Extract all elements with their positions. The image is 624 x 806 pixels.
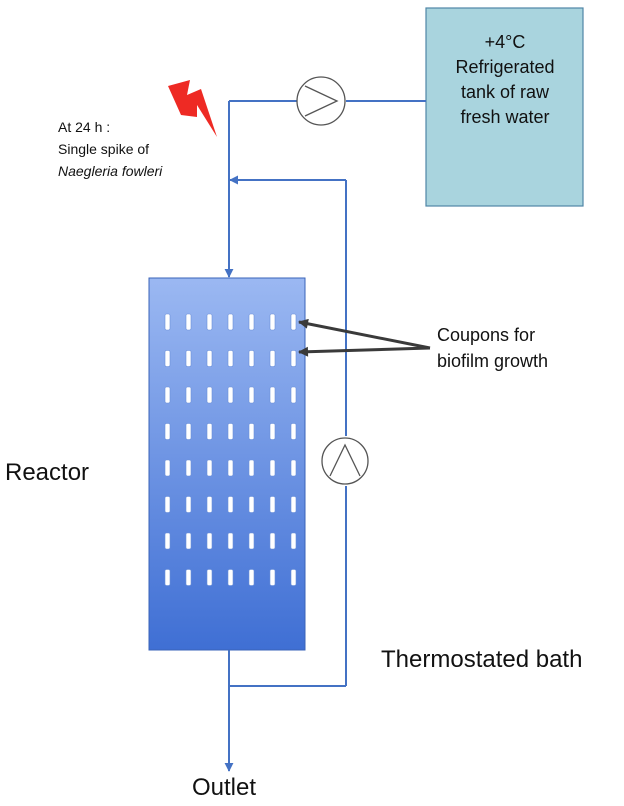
coupon	[290, 569, 297, 586]
coupon	[290, 386, 297, 404]
spike-label-time: At 24 h :	[58, 119, 111, 135]
coupon	[248, 423, 255, 440]
tank-label-line: tank of raw	[460, 82, 550, 102]
recirculation-pump-icon	[321, 437, 369, 485]
recirculation-loop	[229, 175, 347, 687]
lightning-bolt-icon	[168, 80, 217, 137]
coupon	[290, 459, 297, 477]
reactor-column	[148, 277, 306, 651]
coupon-grid	[164, 313, 297, 586]
coupon	[227, 350, 234, 367]
coupon	[185, 350, 192, 367]
coupon	[269, 569, 276, 586]
coupon	[206, 569, 213, 586]
coupon	[269, 532, 276, 550]
coupon	[227, 386, 234, 404]
coupon	[290, 532, 297, 550]
coupon	[248, 532, 255, 550]
coupons-label: Coupons for biofilm growth	[437, 322, 548, 374]
coupon	[290, 496, 297, 513]
coupon	[269, 350, 276, 367]
spike-label-event: Single spike of	[58, 141, 150, 157]
coupon	[248, 313, 255, 331]
coupons-label-line: Coupons for	[437, 325, 536, 345]
coupon	[269, 496, 276, 513]
coupon	[185, 386, 192, 404]
coupon	[227, 313, 234, 331]
refrigerated-tank	[425, 7, 584, 207]
coupon	[206, 459, 213, 477]
coupon	[164, 350, 171, 367]
coupon	[185, 423, 192, 440]
feed-pump-icon	[296, 76, 346, 126]
coupon	[164, 313, 171, 331]
spike-label: At 24 h : Single spike of Naegleria fowl…	[58, 116, 162, 182]
outlet-label: Outlet	[192, 774, 257, 801]
coupons-label-line: biofilm growth	[437, 351, 549, 371]
coupon	[227, 496, 234, 513]
coupon	[269, 313, 276, 331]
coupon	[269, 423, 276, 440]
coupon	[227, 569, 234, 586]
tank-label-line: +4°C	[484, 32, 526, 52]
thermostated-bath-label: Thermostated bath	[381, 646, 583, 673]
coupon	[185, 459, 192, 477]
coupon-arrow-lower	[298, 346, 431, 357]
coupon	[248, 386, 255, 404]
coupon	[227, 459, 234, 477]
spike-label-organism: Naegleria fowleri	[58, 163, 163, 179]
coupon	[269, 386, 276, 404]
coupon	[206, 313, 213, 331]
coupon	[164, 423, 171, 440]
coupon	[206, 423, 213, 440]
coupon	[269, 459, 276, 477]
coupon	[164, 386, 171, 404]
coupon	[206, 386, 213, 404]
coupon	[248, 496, 255, 513]
coupon	[206, 350, 213, 367]
coupon	[164, 569, 171, 586]
feed-pipe	[224, 100, 426, 278]
tank-label-line: fresh water	[460, 107, 550, 127]
coupon	[185, 532, 192, 550]
coupon	[248, 459, 255, 477]
coupon	[206, 532, 213, 550]
coupon	[164, 532, 171, 550]
reactor-label: Reactor	[5, 459, 90, 486]
coupon-annotation-arrows	[298, 318, 431, 357]
coupon	[206, 496, 213, 513]
tank-label: +4°C Refrigerated tank of raw fresh wate…	[426, 30, 584, 130]
coupon	[185, 569, 192, 586]
coupon	[227, 423, 234, 440]
tank-label-line: Refrigerated	[455, 57, 555, 77]
coupon	[290, 350, 297, 367]
coupon	[185, 313, 192, 331]
coupon	[290, 423, 297, 440]
coupon-arrow-upper	[298, 318, 431, 350]
coupon	[248, 350, 255, 367]
coupon	[227, 532, 234, 550]
coupon	[185, 496, 192, 513]
coupon	[164, 496, 171, 513]
coupon	[290, 313, 297, 331]
coupon	[248, 569, 255, 586]
coupon	[164, 459, 171, 477]
